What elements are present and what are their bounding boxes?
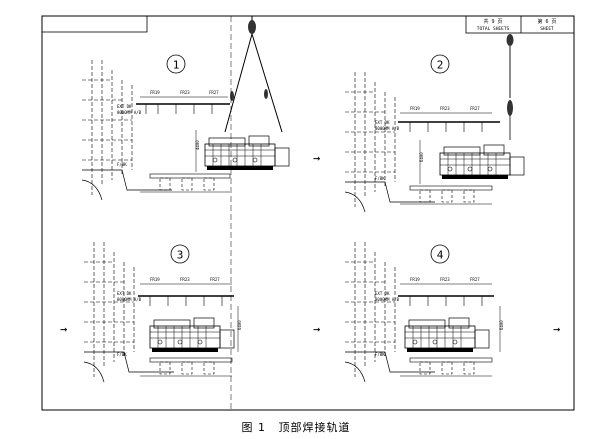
rail-label: FR19 xyxy=(150,277,160,282)
step-number: 3 xyxy=(177,249,184,262)
rail-label: FR19 xyxy=(150,90,160,95)
note-a-b: 8000MM A/B xyxy=(117,110,142,115)
crane-hook-2 xyxy=(506,34,514,140)
figure-caption: 图 1 顶部焊接轨道 xyxy=(0,419,592,435)
rail-label: FR23 xyxy=(180,277,190,282)
rail-label: FR23 xyxy=(180,90,190,95)
note-f-bk: F/BK xyxy=(117,162,127,167)
flow-arrow: → xyxy=(60,322,67,336)
dimension-label: 6400 xyxy=(419,152,424,162)
step-number-circle xyxy=(430,54,450,74)
note-a-b: 8000MM A/B xyxy=(117,297,142,302)
panel-step-4: 4 FR19 FR23 FR27 EXT DK 8000MM A/B F/BK … xyxy=(344,241,504,383)
crane-hook-1 xyxy=(224,16,283,410)
panel-step-2: 2 FR19 FR23 FR27 EXT DK 8000MM A/B F/BK … xyxy=(344,54,525,213)
panel-step-1: 1 FR19 FR23 FR27 EXT DK 8000MM A/B F/BK … xyxy=(81,54,290,201)
sheet-border xyxy=(41,15,575,411)
figure-label: 图 1 xyxy=(241,421,266,434)
rail-label: FR23 xyxy=(440,277,450,282)
step-number: 1 xyxy=(173,59,180,72)
rail-label: FR19 xyxy=(410,277,420,282)
sheet-en: SHEET xyxy=(540,26,554,32)
note-f-bk: F/BK xyxy=(375,176,385,181)
step-number-circle xyxy=(170,244,190,264)
note-ext-dk: EXT DK xyxy=(117,104,132,109)
note-a-b: 8000MM A/B xyxy=(375,126,400,131)
note-f-bk: F/BK xyxy=(117,352,127,357)
sheet-cn: 第 6 页 xyxy=(537,18,556,25)
step-number: 4 xyxy=(437,249,444,262)
rail-label: FR27 xyxy=(209,90,219,95)
rail-label: FR27 xyxy=(470,106,480,111)
total-sheets-cn: 共 9 页 xyxy=(483,18,502,25)
note-ext-dk: EXT DK xyxy=(375,291,390,296)
dimension-label: 6400 xyxy=(237,320,242,330)
panel-step-3: 3 FR19 FR23 FR27 EXT DK 8000MM A/B F/BK … xyxy=(83,241,242,383)
flow-arrow: → xyxy=(313,151,320,165)
rail-label: FR27 xyxy=(470,277,480,282)
figure-title: 顶部焊接轨道 xyxy=(278,421,351,434)
rail-label: FR23 xyxy=(440,106,450,111)
dimension-label: 4400 xyxy=(195,140,200,150)
title-block: 共 9 页 TOTAL SHEETS 第 6 页 SHEET xyxy=(465,15,575,34)
note-f-bk: F/BK xyxy=(375,352,385,357)
note-a-b: 8000MM A/B xyxy=(375,297,400,302)
step-number-circle xyxy=(430,244,450,264)
dimension-label: 6400 xyxy=(499,320,504,330)
rail-label: FR19 xyxy=(410,106,420,111)
flow-arrow: → xyxy=(313,322,320,336)
note-ext-dk: EXT DK xyxy=(375,120,390,125)
corner-box xyxy=(41,15,148,33)
total-sheets-en: TOTAL SHEETS xyxy=(477,26,510,32)
rail-label: FR27 xyxy=(210,277,220,282)
note-ext-dk: EXT DK xyxy=(117,291,132,296)
step-number: 2 xyxy=(437,59,444,72)
flow-arrow: → xyxy=(553,322,560,336)
step-number-circle xyxy=(166,54,186,74)
